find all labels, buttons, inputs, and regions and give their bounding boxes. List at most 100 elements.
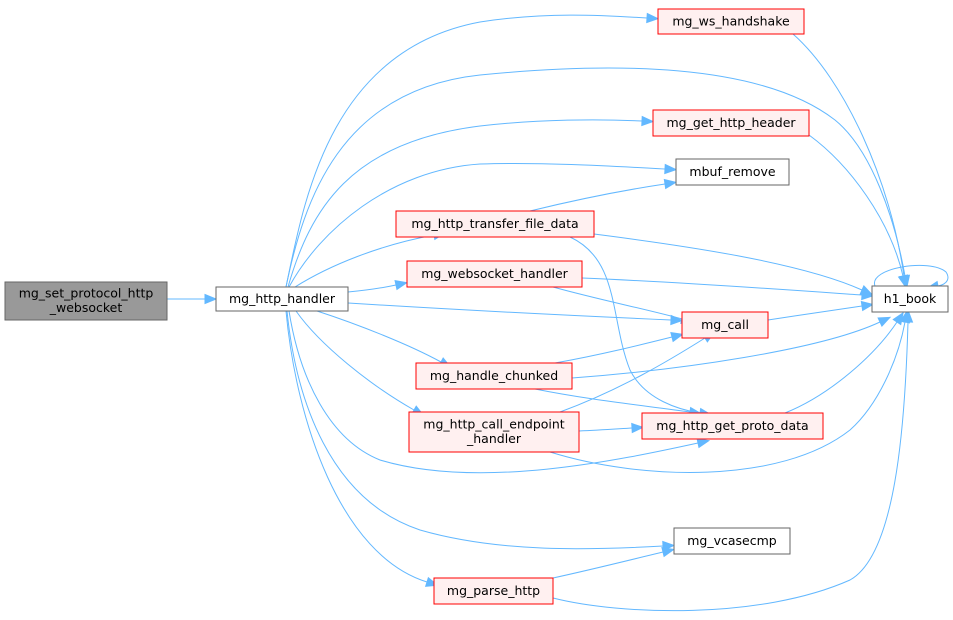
node-handle-chunked[interactable]: mg_handle_chunked bbox=[415, 362, 573, 390]
edge-line bbox=[578, 427, 633, 432]
edge-line bbox=[792, 33, 905, 277]
node-box[interactable] bbox=[415, 362, 573, 390]
node-call-endpoint-handler[interactable]: mg_http_call_endpoint_handler bbox=[408, 411, 580, 453]
arrowhead bbox=[641, 115, 655, 127]
edge-line bbox=[347, 302, 672, 321]
node-label: mg_ws_handshake bbox=[672, 13, 790, 28]
edge-http_handler-to-mbuf_remove bbox=[288, 162, 678, 288]
edge-line bbox=[559, 337, 706, 413]
arrowhead bbox=[670, 332, 684, 343]
edge-get_proto_data-to-h1_book bbox=[784, 311, 904, 414]
edge-line bbox=[808, 134, 904, 277]
edge-transfer_file_data-to-h1_book bbox=[593, 233, 874, 296]
edge-line bbox=[571, 321, 881, 379]
edge-ws_handshake-to-h1_book bbox=[792, 33, 910, 289]
edge-line bbox=[288, 310, 699, 474]
node-label: _websocket bbox=[49, 300, 123, 315]
node-transfer-file-data[interactable]: mg_http_transfer_file_data bbox=[395, 210, 595, 238]
node-box[interactable] bbox=[652, 109, 810, 137]
node-label: h1_book bbox=[884, 291, 937, 306]
edge-line bbox=[552, 321, 909, 612]
arrowhead bbox=[646, 12, 660, 24]
edge-http_handler-to-websocket_handler bbox=[347, 279, 409, 293]
node-mg-call[interactable]: mg_call bbox=[681, 311, 769, 339]
node-root[interactable]: mg_set_protocol_http_websocket bbox=[4, 281, 168, 321]
edge-line bbox=[767, 305, 863, 321]
node-get-http-header[interactable]: mg_get_http_header bbox=[652, 109, 810, 137]
arrowhead bbox=[394, 279, 409, 291]
node-box[interactable] bbox=[673, 527, 791, 555]
node-label: mbuf_remove bbox=[689, 164, 775, 179]
node-box[interactable] bbox=[871, 285, 949, 313]
arrowhead bbox=[877, 316, 892, 327]
edge-line bbox=[534, 388, 691, 413]
node-websocket-handler[interactable]: mg_websocket_handler bbox=[406, 260, 583, 288]
arrowhead bbox=[897, 274, 908, 289]
node-label: mg_set_protocol_http bbox=[19, 286, 154, 301]
edge-line bbox=[285, 14, 648, 288]
edge-line bbox=[288, 162, 666, 288]
edge-websocket_handler-to-h1_book bbox=[581, 277, 875, 301]
edge-root-to-http_handler bbox=[167, 293, 218, 305]
edge-handle_chunked-to-mg_call bbox=[554, 332, 684, 364]
edge-line bbox=[784, 321, 898, 414]
node-label: mg_http_transfer_file_data bbox=[411, 216, 578, 231]
edge-line bbox=[569, 236, 701, 414]
edge-handle_chunked-to-h1_book bbox=[571, 316, 892, 379]
edge-http_handler-to-ws_handshake bbox=[285, 12, 660, 288]
node-box[interactable] bbox=[408, 411, 580, 453]
node-box[interactable] bbox=[657, 8, 805, 35]
node-box[interactable] bbox=[675, 158, 790, 186]
node-box[interactable] bbox=[641, 412, 824, 440]
edge-call_endpoint_handler-to-get_proto_data bbox=[578, 422, 645, 434]
node-label: mg_call bbox=[701, 317, 749, 332]
edge-parse_http-to-h1_book bbox=[552, 309, 914, 612]
node-label: _handler bbox=[466, 431, 522, 446]
node-label: mg_http_get_proto_data bbox=[656, 418, 808, 433]
node-box[interactable] bbox=[215, 286, 349, 312]
node-label: mg_websocket_handler bbox=[421, 266, 568, 281]
edge-parse_http-to-vcasecmp bbox=[552, 547, 675, 579]
arrowhead bbox=[861, 289, 875, 301]
arrowhead bbox=[892, 311, 904, 326]
edge-line bbox=[552, 286, 683, 320]
edge-line bbox=[554, 336, 673, 364]
arrowhead bbox=[902, 309, 914, 323]
edge-line bbox=[316, 310, 442, 363]
node-mbuf-remove[interactable]: mbuf_remove bbox=[675, 158, 790, 186]
edge-line bbox=[294, 234, 435, 288]
node-label: mg_http_handler bbox=[229, 291, 336, 306]
node-label: mg_vcasecmp bbox=[687, 533, 777, 548]
edge-line bbox=[287, 119, 643, 288]
arrowhead bbox=[631, 422, 645, 434]
arrowhead bbox=[661, 547, 675, 558]
node-vcasecmp[interactable]: mg_vcasecmp bbox=[673, 527, 791, 555]
node-box[interactable] bbox=[395, 210, 595, 238]
edge-transfer_file_data-to-mbuf_remove bbox=[529, 178, 678, 212]
node-parse-http[interactable]: mg_parse_http bbox=[433, 577, 554, 605]
edge-line bbox=[295, 310, 415, 411]
node-http-handler[interactable]: mg_http_handler bbox=[215, 286, 349, 312]
edge-line bbox=[549, 321, 906, 473]
node-get-proto-data[interactable]: mg_http_get_proto_data bbox=[641, 412, 824, 440]
node-box[interactable] bbox=[406, 260, 583, 288]
arrowhead bbox=[204, 293, 218, 305]
node-ws-handshake[interactable]: mg_ws_handshake bbox=[657, 8, 805, 35]
arrowhead bbox=[696, 437, 711, 449]
edge-get_http_header-to-h1_book bbox=[808, 134, 908, 289]
arrowhead bbox=[664, 163, 678, 175]
edge-line bbox=[347, 284, 397, 293]
node-box[interactable] bbox=[681, 311, 769, 339]
edge-line bbox=[529, 183, 666, 212]
edge-line bbox=[285, 310, 428, 583]
node-box[interactable] bbox=[4, 281, 168, 321]
node-label: mg_handle_chunked bbox=[430, 368, 558, 383]
node-box[interactable] bbox=[433, 577, 554, 605]
edges-layer bbox=[167, 12, 949, 612]
edge-line bbox=[286, 310, 664, 550]
node-h1-book[interactable]: h1_book bbox=[871, 285, 949, 313]
edge-line bbox=[552, 551, 664, 579]
nodes-layer: mg_set_protocol_http_websocket mg_http_ha… bbox=[4, 8, 949, 605]
edge-http_handler-to-get_http_header bbox=[287, 115, 655, 288]
arrowhead bbox=[663, 178, 678, 190]
